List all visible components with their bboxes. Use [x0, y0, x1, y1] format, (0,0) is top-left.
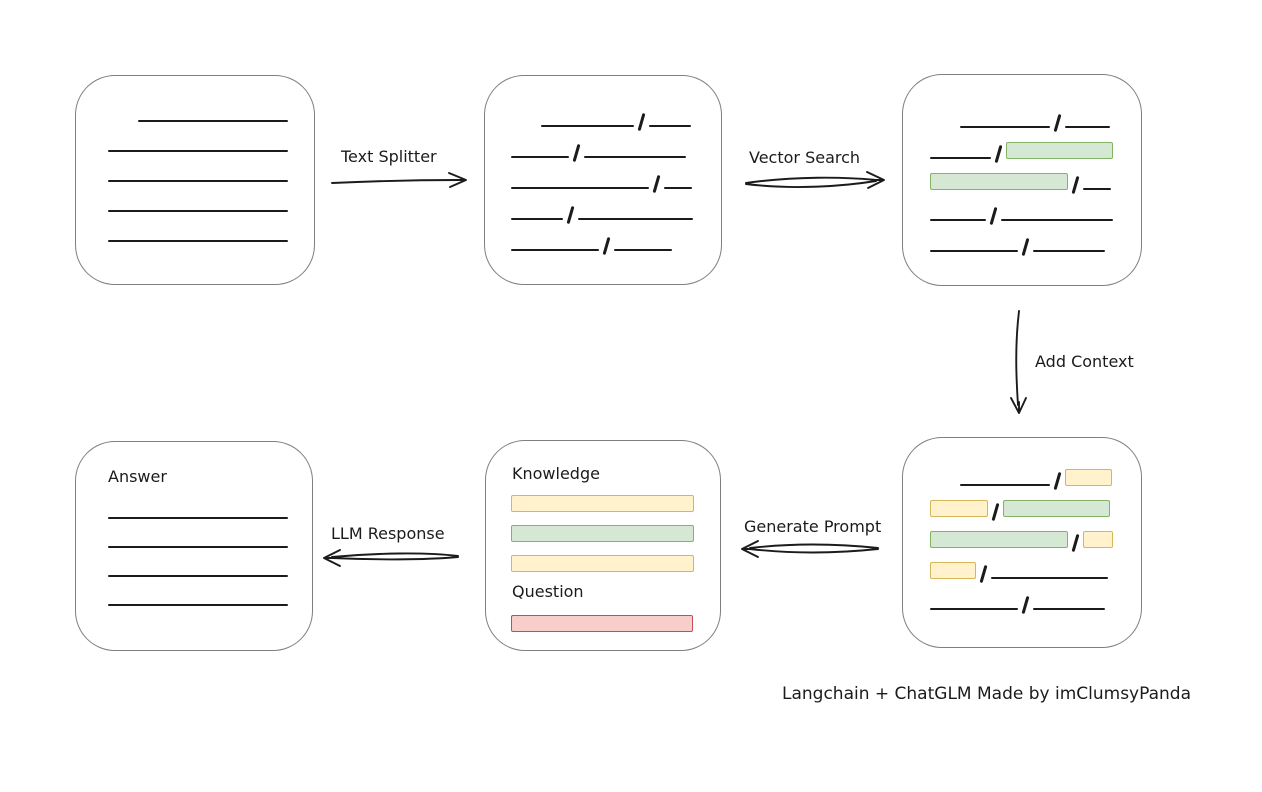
slash-separator [602, 236, 611, 256]
chunk-row [511, 96, 693, 132]
yellow-bar [511, 555, 694, 572]
matched-chunks-box [902, 74, 1142, 286]
text-line [578, 218, 693, 220]
text-line [511, 249, 599, 251]
text-splitter-arrowhead [448, 172, 467, 188]
green-bar [511, 525, 694, 542]
yellow-bar [511, 495, 694, 512]
text-line [1065, 126, 1110, 128]
chunk-row [930, 128, 1113, 164]
chunk-row [108, 182, 288, 212]
text-line [1033, 250, 1105, 252]
text-line [108, 604, 288, 606]
text-line [511, 218, 563, 220]
text-line [108, 150, 288, 152]
llm-response-arrow [331, 552, 459, 561]
context-chunks-box [902, 437, 1142, 648]
vector-search-arrow [745, 176, 877, 188]
slash-separator [1021, 595, 1030, 615]
chunk-row [930, 486, 1113, 522]
text-line [614, 249, 672, 251]
chunk-row [930, 97, 1113, 133]
add-context-label: Add Context [1035, 352, 1134, 371]
text-line [930, 250, 1018, 252]
split-chunks-box [484, 75, 722, 285]
chunk-row [930, 548, 1113, 584]
text-line [108, 240, 288, 242]
text-line [511, 156, 569, 158]
chunk-row [930, 579, 1113, 615]
text-line [108, 517, 288, 519]
knowledge-bars [511, 495, 694, 572]
generate-prompt-arrow [749, 543, 879, 554]
text-line [1083, 188, 1111, 190]
text-line [649, 125, 691, 127]
chunk-row [930, 221, 1113, 257]
vector-search-label: Vector Search [749, 148, 861, 167]
text-splitter-arrow [331, 179, 461, 184]
text-line [511, 187, 649, 189]
yellow-highlight-rect [930, 500, 988, 517]
yellow-highlight-rect [1083, 531, 1113, 548]
text-line [108, 575, 288, 577]
matched-chunks-rows [930, 97, 1113, 257]
text-line [108, 180, 288, 182]
yellow-highlight-rect [930, 562, 976, 579]
chunk-row [511, 127, 693, 163]
slash-separator [1021, 237, 1030, 257]
generate-prompt-arrowhead [741, 540, 759, 558]
text-line [1001, 219, 1113, 221]
chunk-row [511, 158, 693, 194]
text-line [541, 125, 634, 127]
answer-label: Answer [108, 467, 167, 486]
llm-response-arrowhead [323, 549, 341, 567]
text-line [108, 210, 288, 212]
text-line [960, 126, 1050, 128]
generate-prompt-label: Generate Prompt [744, 517, 882, 536]
text-line [108, 546, 288, 548]
vector-search-arrowhead [866, 171, 885, 189]
text-line [930, 157, 991, 159]
chunk-row [108, 212, 288, 242]
chunk-row [930, 159, 1113, 195]
context-chunks-rows [930, 455, 1113, 615]
chunk-row [930, 455, 1113, 491]
source-document-box [75, 75, 315, 285]
chunk-row [108, 152, 288, 182]
text-line [960, 484, 1050, 486]
chunk-row [930, 190, 1113, 226]
green-highlight-rect [930, 531, 1068, 548]
text-line [930, 219, 986, 221]
green-highlight-rect [1006, 142, 1113, 159]
text-line [138, 120, 288, 122]
chunk-row [511, 220, 693, 256]
llm-response-label: LLM Response [331, 524, 445, 543]
prompt-box: Knowledge Question [485, 440, 721, 651]
question-bars [511, 615, 693, 632]
diagram-caption: Langchain + ChatGLM Made by imClumsyPand… [782, 684, 1191, 704]
red-bar [511, 615, 693, 632]
chunk-row [930, 517, 1113, 553]
question-label: Question [512, 582, 584, 601]
green-highlight-rect [930, 173, 1068, 190]
chunk-row [108, 122, 288, 152]
split-chunks-rows [511, 96, 693, 256]
source-document-rows [108, 92, 288, 242]
add-context-arrow [1015, 310, 1020, 406]
answer-box: Answer [75, 441, 313, 651]
chunk-row [511, 189, 693, 225]
knowledge-label: Knowledge [512, 464, 600, 483]
text-line [584, 156, 686, 158]
green-highlight-rect [1003, 500, 1110, 517]
text-splitter-label: Text Splitter [341, 147, 437, 166]
text-line [930, 608, 1018, 610]
add-context-arrowhead [1010, 397, 1027, 414]
chunk-row [108, 92, 288, 122]
text-line [1033, 608, 1105, 610]
answer-lines [108, 517, 288, 606]
text-line [664, 187, 692, 189]
text-line [991, 577, 1108, 579]
yellow-highlight-rect [1065, 469, 1112, 486]
